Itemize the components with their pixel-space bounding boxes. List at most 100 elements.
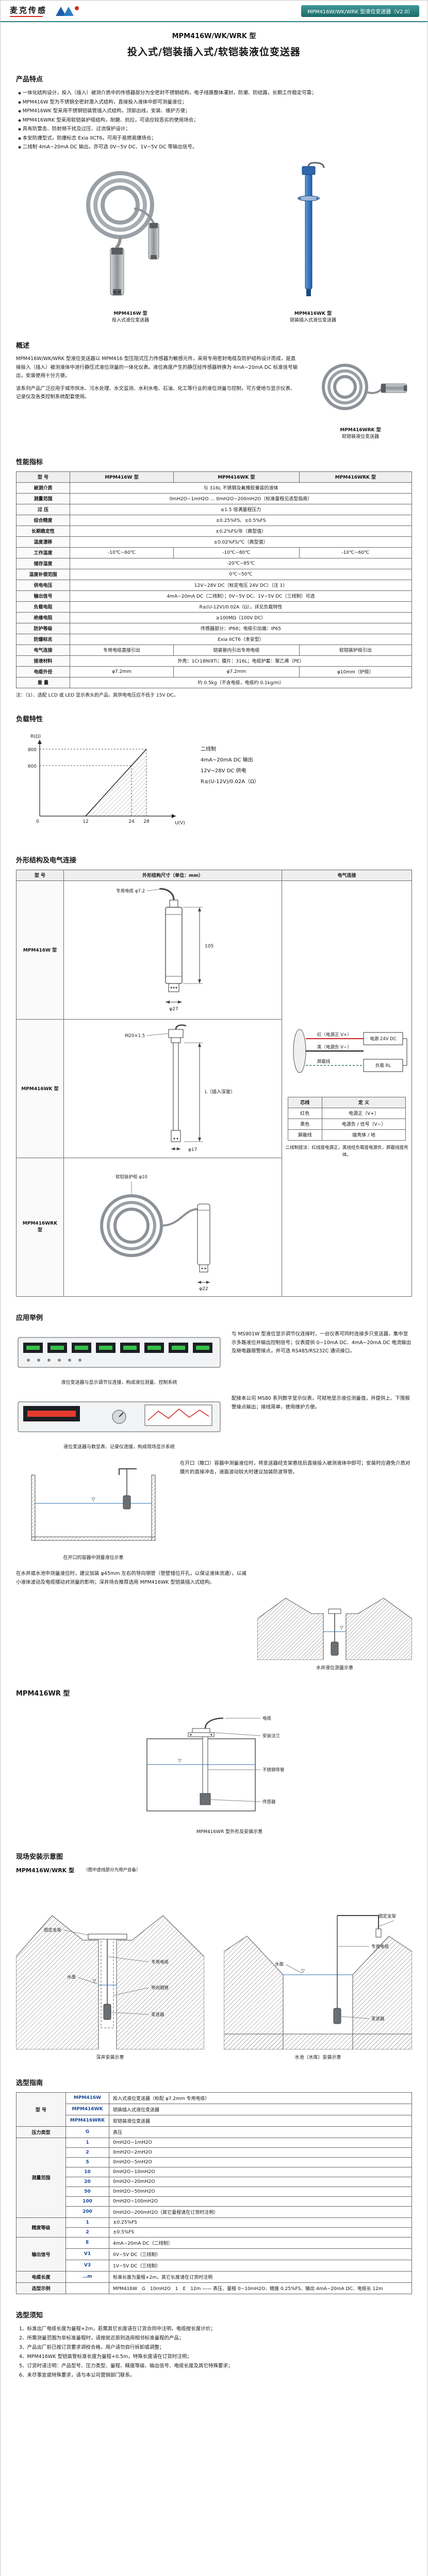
table-cell: 0mH2O~1mH2O … 0mH2O~200mH2O（标准量程见选型指南） [70,493,412,504]
load-y-axis-label: R(Ω) [30,734,41,739]
table-cell: φ7.2mm [69,666,174,677]
deep-well-install-diagram: 固定支架 导向钢管 专用电缆 变送器 ▽ 水面 [15,1915,205,2050]
table-cell: 0mH2O~1mH2O [109,2137,412,2148]
table-row: 储存温度-20℃~85℃ [16,557,412,569]
table-cell: 0mH2O~2mH2O [109,2147,412,2158]
well-measurement-diagram: ▽ [257,1598,413,1660]
reservoir-install-diagram: ▽ 水面 专用电缆 变送器 固定支架 [223,1913,413,2050]
water-surface-symbol: ▽ [301,1969,305,1974]
ordering-note-item: 6、未尽事宜或特殊要求，请与本公司营销部门联系。 [19,2372,135,2379]
table-cell: ±0.02%FS/℃（典型值） [70,536,412,548]
table-cell: 储存温度 [16,557,70,569]
table-cell: 0mH2O~100mH2O [109,2196,412,2207]
page-header: 麦克传感 MPM416W/WK/WRK 型液位变送器（V2.0） [1,1,427,22]
table-cell: 软铠装液位变送器 [109,2114,412,2127]
table-cell: ±0.25%FS [109,2217,412,2228]
table-cell: E [65,2236,109,2249]
app2-text: 配接本公司 MS80 系列数字显示仪表，可就地显示液位测量值，并提供上、下限报警… [232,1396,410,1411]
table-cell: 2 [65,2147,109,2158]
spec-note: 注：（1）、选配 LCD 或 LED 显示表头的产品，其供电电压应不低于 15V… [16,692,178,698]
mpm416wrk-photo-graphic [322,363,407,410]
table-cell: 专用电缆直接引出 [69,644,174,656]
table-cell: 压力类型 [16,2126,66,2138]
load-tick-y800: 800 [28,748,37,753]
product-photo-mpm416w: MPM416W 型 投入式液位变送器 [71,161,190,325]
table-cell: MPM416WK [65,2103,109,2115]
table-cell: 0mH2O~5mH2O [109,2157,412,2167]
table-cell: 电源正（V+） [321,1107,406,1119]
controller-instrument-graphic [18,1337,221,1368]
wiring-diagram: 红（电源正 V+） 黑（电源负 V−） 屏蔽线 电源 24V DC 负载 RL [293,1029,407,1073]
table-row: 2±0.5%FS [17,2227,412,2238]
app1-figure: 液位变送器与显示调节仪连接，构成液位测量、控制系统 [16,1330,222,1387]
dim-w-diameter: φ27 [169,1007,178,1012]
load-tick-x12: 12 [83,819,88,824]
table-cell: Exia IICT6（本安型） [70,633,412,645]
brand-logo [56,6,79,16]
app3-text: 在开口（敞口）容器中测量液位时，将变送器经支架悬挂后直接投入被测液体中即可；安装… [180,1460,410,1475]
table-cell: ±0.2%FS/年（典型值） [70,525,412,537]
photo-caption-wk: MPM416WK 型 铠装插入式液位变送器 [289,311,336,324]
dim-w-length: 105 [205,944,213,949]
table-row: 防护等级传感器部分：IP68；电缆引出端：IP65 [16,622,412,634]
overview-text: MPM416W/WK/WRK 型液位变送器以 MPM416 型压阻式压力传感器为… [16,355,300,402]
table-cell: 防护等级 [16,622,70,634]
dim-wrk-diameter: φ22 [199,1286,208,1292]
water-surface-symbol: ▽ [340,1625,343,1631]
table-cell: -20℃~85℃ [70,557,412,569]
table-cell: 黑色 [287,1118,322,1130]
table-cell: 选型示例 [16,2282,66,2294]
table-cell: MPM416WRK [65,2114,109,2127]
table-row: 工作温度-10℃~60℃-10℃~80℃-10℃~60℃ [16,547,413,558]
load-tick-x0: 0 [36,819,39,824]
open-tank-diagram: ▽ [31,1468,156,1541]
model-title: MPM416W/WK/WRK 型 [172,32,256,40]
section-applications-heading: 应用举例 [16,1314,43,1322]
table-cell: ±0.5%FS [109,2227,412,2238]
wr-label-flange: 安装法兰 [262,1733,280,1739]
install-label-cable: 专用电缆 [371,1944,389,1950]
outline-drawing-wrk-cell: 软铠装护缆 φ10 φ22 [63,1157,282,1297]
product-title: 投入式/铠装插入式/软铠装液位变送器 [127,46,301,58]
product-photo-mpm416wk: MPM416WK 型 铠装插入式液位变送器 [269,161,357,325]
outline-row-wrk: MPM416WRK 型 软铠装护缆 φ10 [16,1157,412,1297]
table-cell: ≤1.5 倍满量程压力 [70,503,412,515]
table-row: 综合精度±0.25%FS、±0.5%FS [16,514,412,526]
ordering-note-item: 5、订货时请注明：产品型号、压力类型、量程、精度等级、输出信号、电缆长度及其它特… [19,2363,233,2369]
table-cell: 温度漂移 [16,536,70,548]
column-header: 芯线 [287,1096,322,1108]
install-label-sensor: 变送器 [151,2012,164,2018]
outline-model-w: MPM416W 型 [16,880,64,1020]
app1-text: 与 MS901W 型液位显示调节仪连接时，一台仪表可同时连接多只变送器，集中显示… [232,1331,411,1354]
table-cell: 接液材料 [16,655,70,667]
table-cell: 投入式液位变送器（标配 φ7.2mm 专用电缆） [109,2092,412,2104]
table-cell: MPM416W [65,2092,109,2104]
section-overview-heading: 概述 [16,342,30,350]
load-text-line: 12V~28V DC 供电 [201,768,246,774]
install-label-pipe: 导向钢管 [151,1985,169,1991]
feature-item: MPM416WK 型采用不锈钢铠装管插入式结构，顶部出线，安装、维护方便； [18,107,412,116]
table-row: 屏蔽线接壳体 / 地 [287,1129,406,1141]
label-power-box: 电源 24V DC [370,1036,397,1042]
outline-model-wk: MPM416WK 型 [16,1019,64,1158]
section-wr-heading: MPM416WR 型 [16,1689,70,1698]
column-header: 型 号 [16,471,70,483]
table-cell: 长期稳定性 [16,525,70,537]
label-wire-red: 红（电源正 V+） [317,1032,352,1038]
outline-drawing-mpm416wk: L（插入深度） M20×1.5 φ17 [125,1024,235,1153]
load-text-line: 4mA~20mA DC 输出 [201,757,253,763]
table-cell: 测量范围 [16,493,70,504]
table-cell: 软铠装护缆引出 [299,644,413,656]
